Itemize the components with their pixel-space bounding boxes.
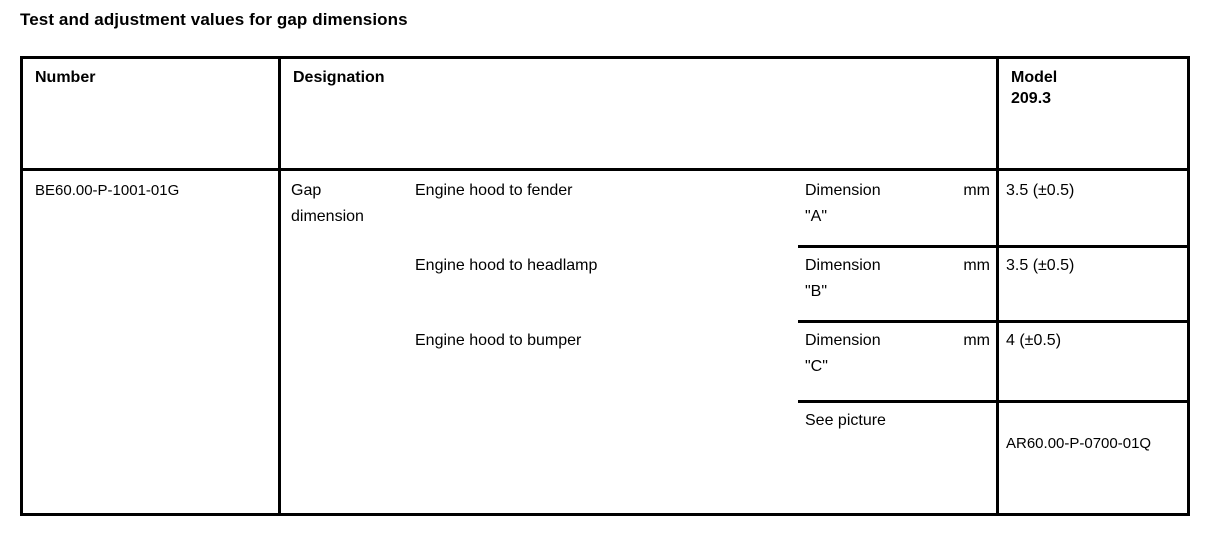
column-divider-dimension-value bbox=[996, 59, 999, 513]
dimension-id-b: "B" bbox=[805, 283, 828, 300]
cell-value-b: 3.5 (±0.5) bbox=[1006, 257, 1075, 274]
dimension-label-a: Dimension bbox=[805, 182, 881, 199]
cell-value-c: 4 (±0.5) bbox=[1006, 332, 1062, 349]
column-header-number: Number bbox=[35, 69, 96, 86]
dimension-unit-c: mm bbox=[963, 332, 990, 349]
dimension-unit-a: mm bbox=[963, 182, 990, 199]
dimension-id-c: "C" bbox=[805, 358, 828, 375]
page-title: Test and adjustment values for gap dimen… bbox=[20, 10, 408, 29]
gap-dimensions-table: Number Designation Model 209.3 BE60.00-P… bbox=[20, 56, 1190, 516]
cell-see-picture: See picture bbox=[805, 412, 886, 429]
column-header-designation: Designation bbox=[293, 69, 385, 86]
cell-number: BE60.00-P-1001-01G bbox=[35, 182, 180, 199]
dimension-label-b: Dimension bbox=[805, 257, 881, 274]
column-header-model-label: Model bbox=[1011, 69, 1058, 86]
cell-group-label: Gap dimension bbox=[291, 182, 364, 225]
column-header-model-value: 209.3 bbox=[1011, 90, 1052, 107]
column-divider-number-designation bbox=[278, 59, 281, 513]
dimension-id-a: "A" bbox=[805, 208, 828, 225]
cell-dimension-a: Dimension mm "A" bbox=[805, 178, 990, 230]
row-separator-b bbox=[798, 245, 1187, 248]
row-separator-c bbox=[798, 320, 1187, 323]
row-separator-picture bbox=[798, 400, 1187, 403]
cell-picture-reference: AR60.00-P-0700-01Q bbox=[1006, 435, 1152, 452]
cell-dimension-b: Dimension mm "B" bbox=[805, 253, 990, 305]
cell-description-c: Engine hood to bumper bbox=[415, 332, 582, 349]
column-header-model: Model 209.3 bbox=[1011, 67, 1057, 109]
cell-value-a: 3.5 (±0.5) bbox=[1006, 182, 1075, 199]
dimension-label-c: Dimension bbox=[805, 332, 881, 349]
table-body: BE60.00-P-1001-01G Gap dimension Engine … bbox=[23, 171, 1187, 513]
cell-dimension-c: Dimension mm "C" bbox=[805, 328, 990, 380]
dimension-unit-b: mm bbox=[963, 257, 990, 274]
cell-description-a: Engine hood to fender bbox=[415, 182, 573, 199]
table-header-row: Number Designation Model 209.3 bbox=[23, 59, 1187, 168]
cell-description-b: Engine hood to headlamp bbox=[415, 257, 598, 274]
header-separator bbox=[23, 168, 1187, 171]
